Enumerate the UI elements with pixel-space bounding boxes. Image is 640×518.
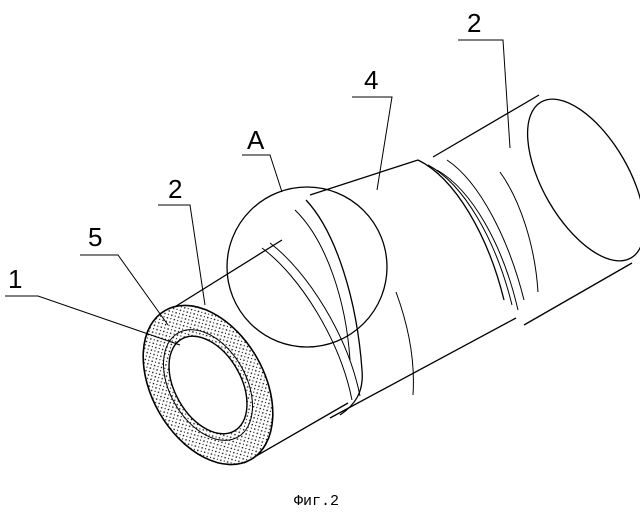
joint-sleeve	[294, 159, 525, 419]
pipe-bore	[168, 335, 248, 435]
label-detail-a: A	[247, 125, 265, 155]
figure-caption: Фиг.2	[294, 493, 340, 510]
label-pipe-inner: 1	[8, 264, 23, 294]
label-pipe-near: 2	[168, 174, 183, 204]
label-pipe-far: 2	[467, 8, 482, 38]
near-pipe-segment	[142, 239, 361, 466]
label-coating: 5	[88, 222, 103, 252]
label-sleeve: 4	[364, 65, 379, 95]
far-pipe-segment	[432, 94, 640, 326]
leader-lines	[5, 39, 511, 346]
detail-a-circle	[226, 186, 388, 348]
